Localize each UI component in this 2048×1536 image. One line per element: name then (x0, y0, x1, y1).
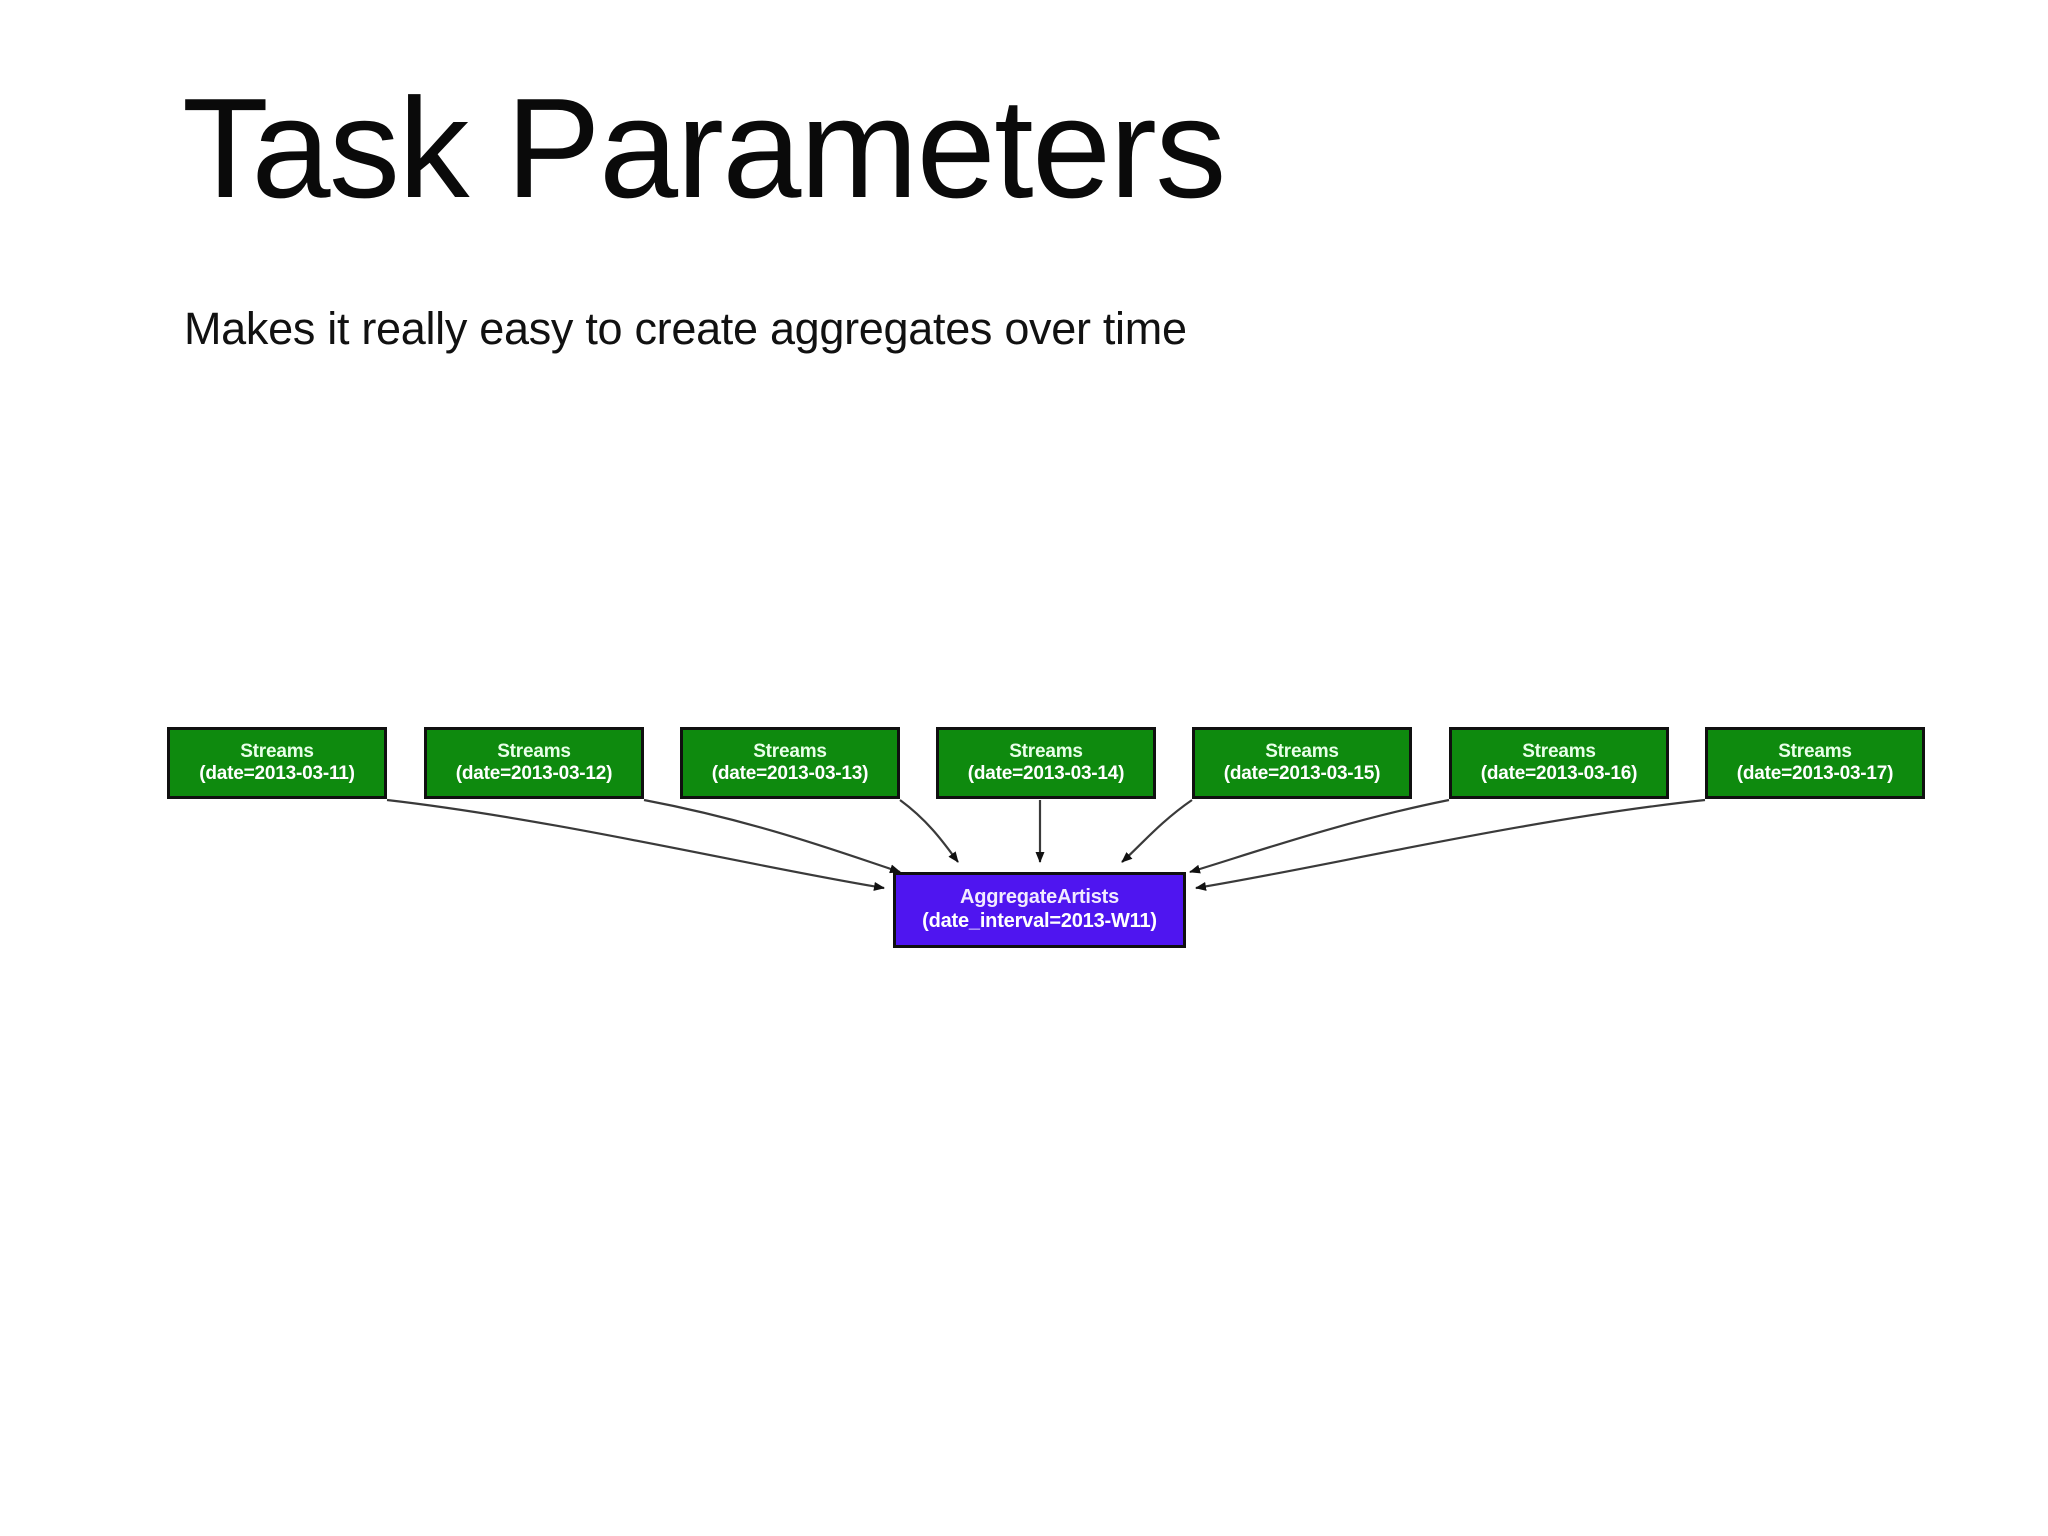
page-title: Task Parameters (182, 69, 1226, 228)
node-label-name: Streams (1522, 740, 1596, 762)
node-label-param: (date=2013-03-14) (967, 763, 1125, 784)
node-streams-1[interactable]: Streams (date=2013-03-11) (167, 727, 387, 799)
node-label-param: (date=2013-03-15) (1223, 763, 1381, 784)
node-label-param: (date=2013-03-12) (455, 763, 613, 784)
node-aggregate-artists[interactable]: AggregateArtists (date_interval=2013-W11… (893, 872, 1186, 948)
node-label-param: (date=2013-03-11) (199, 763, 355, 784)
node-streams-6[interactable]: Streams (date=2013-03-16) (1449, 727, 1669, 799)
edge-from-2013-03-16 (1189, 798, 1450, 874)
node-streams-5[interactable]: Streams (date=2013-03-15) (1192, 727, 1412, 799)
node-label-name: Streams (1265, 740, 1339, 762)
node-label-name: Streams (497, 740, 571, 762)
node-label-name: AggregateArtists (959, 886, 1120, 909)
node-streams-4[interactable]: Streams (date=2013-03-14) (936, 727, 1156, 799)
node-label-name: Streams (240, 740, 314, 762)
node-label-param: (date=2013-03-16) (1480, 763, 1638, 784)
edge-from-2013-03-15 (1121, 799, 1193, 863)
edge-from-2013-03-13 (899, 799, 959, 863)
node-streams-7[interactable]: Streams (date=2013-03-17) (1705, 727, 1925, 799)
node-label-name: Streams (1009, 740, 1083, 762)
node-streams-3[interactable]: Streams (date=2013-03-13) (680, 727, 900, 799)
diagram-edges (386, 798, 1706, 891)
edge-from-2013-03-12 (643, 798, 901, 874)
node-label-param: (date=2013-03-17) (1736, 763, 1894, 784)
edge-from-2013-03-11 (386, 798, 885, 891)
node-label-name: Streams (753, 740, 827, 762)
edge-from-2013-03-17 (1195, 798, 1706, 891)
dependency-diagram: Streams (date=2013-03-11) Streams (date=… (0, 690, 2048, 1010)
node-label-param: (date=2013-03-13) (711, 763, 869, 784)
node-label-param: (date_interval=2013-W11) (922, 910, 1157, 932)
node-label-name: Streams (1778, 740, 1852, 762)
node-streams-2[interactable]: Streams (date=2013-03-12) (424, 727, 644, 799)
page-subtitle: Makes it really easy to create aggregate… (184, 303, 1187, 354)
